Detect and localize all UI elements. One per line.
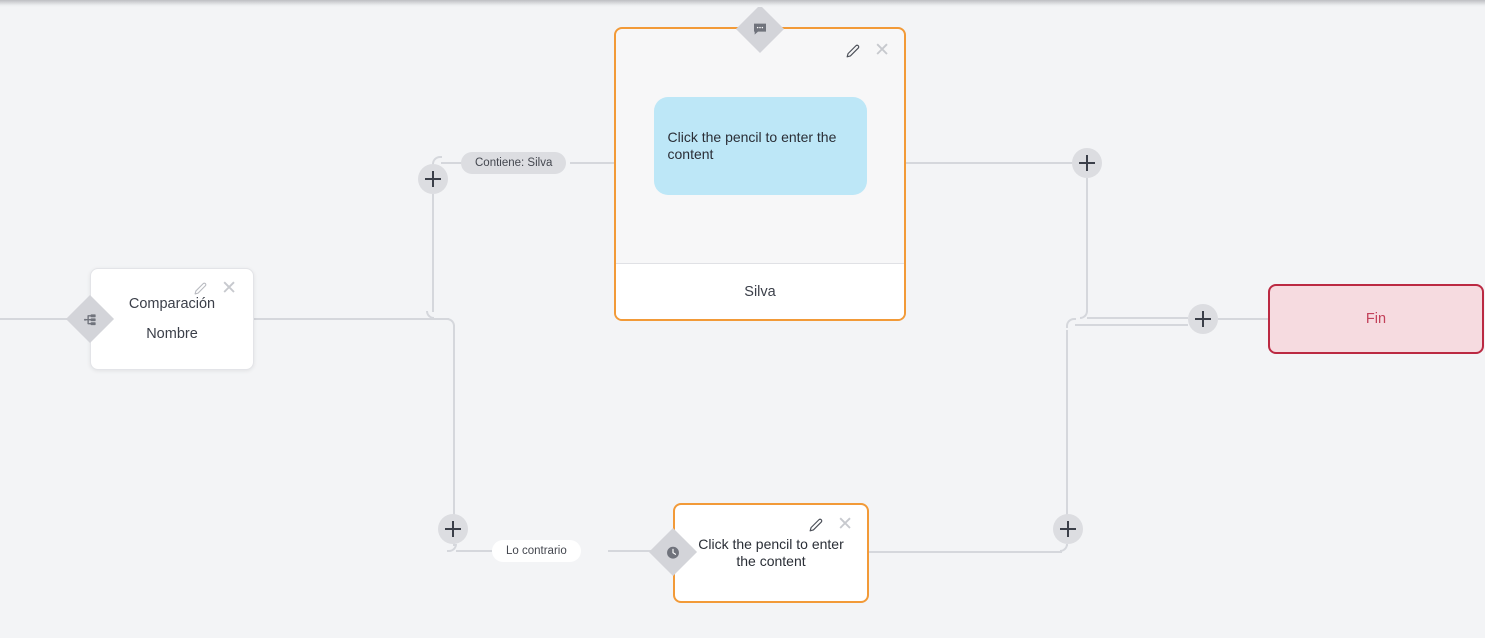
wait-node-actions: ✕ [809,515,853,534]
message-node-footer-label: Silva [744,283,776,300]
edge-corner-wait-join [1066,318,1076,328]
edge-label-false-text: Lo contrario [506,545,567,557]
comparison-node[interactable]: ✕ Comparación Nombre [90,268,254,370]
edge-wait-join-to-end-add [1075,324,1188,326]
edge-false-branch-vertical [453,325,455,515]
branch-icon [83,312,98,327]
edge-true-label-to-message [570,162,615,164]
add-button-after-compare-true[interactable] [418,164,448,194]
edge-label-true-text: Contiene: Silva [475,157,553,169]
wait-node[interactable]: ✕ Click the pencil to enter the content [673,503,869,603]
add-button-after-wait[interactable] [1053,514,1083,544]
message-bubble-text: Click the pencil to enter the content [667,128,837,162]
chat-bubble-icon [752,21,768,37]
close-icon[interactable]: ✕ [874,40,890,61]
branch-badge[interactable] [65,294,115,344]
edge-false-branch-stub [433,318,449,320]
edge-message-to-add [906,162,1081,164]
pencil-icon[interactable] [846,44,860,58]
clock-icon [666,545,681,560]
edge-label-branch-false[interactable]: Lo contrario [492,540,581,562]
message-badge[interactable] [735,4,785,54]
top-edge-shadow [0,0,1485,7]
edge-corner-true-branch [426,311,434,319]
pencil-icon[interactable] [809,518,823,532]
edge-corner-false-branch [447,318,455,326]
edge-false-short-vertical [453,542,455,546]
end-node-label: Fin [1365,311,1387,327]
message-node-actions: ✕ [846,41,890,60]
edge-true-branch-vertical [432,194,434,312]
pencil-icon[interactable] [194,282,207,295]
message-node-body: Click the pencil to enter the content [616,29,904,263]
edge-wait-out [869,551,1062,553]
wait-badge[interactable] [648,527,698,577]
edge-message-join-to-end-add [1087,317,1188,319]
message-bubble[interactable]: Click the pencil to enter the content [653,97,867,195]
edge-comparison-out [254,318,433,320]
edge-add-to-end [1218,318,1268,320]
close-icon[interactable]: ✕ [221,278,237,299]
close-icon[interactable]: ✕ [837,514,853,535]
message-node-footer: Silva [616,263,904,319]
edge-label-branch-true[interactable]: Contiene: Silva [461,152,567,174]
edge-wait-up-vertical [1066,330,1068,515]
comparison-node-actions: ✕ [194,279,237,298]
comparison-node-subtitle: Nombre [146,326,198,342]
add-button-after-compare-false[interactable] [438,514,468,544]
edge-corner-true-top [432,156,442,166]
end-node[interactable]: Fin [1268,284,1484,354]
edge-message-down [1086,178,1088,312]
edge-wait-vertical-stub [1066,544,1068,546]
comparison-node-title: Comparación [128,296,216,312]
message-node[interactable]: ✕ Click the pencil to enter the content … [614,27,906,321]
wait-node-text: Click the pencil to enter the content [698,535,844,570]
edge-to-false-label [456,550,492,552]
edge-canvas-to-comparison [0,318,72,320]
edge-false-label-to-wait [608,550,656,552]
add-button-before-end[interactable] [1188,304,1218,334]
add-button-after-message[interactable] [1072,148,1102,178]
edge-to-true-label [441,162,475,164]
